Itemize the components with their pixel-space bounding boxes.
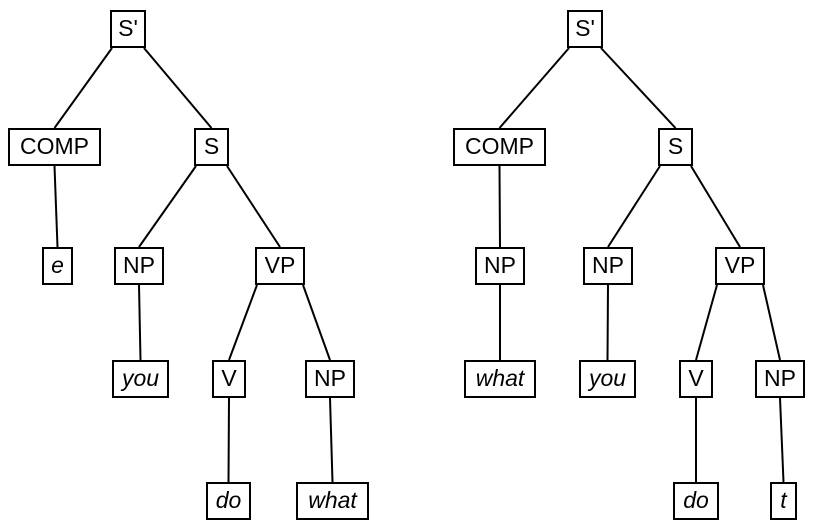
tree-edge <box>227 397 230 483</box>
tree-node: you <box>112 360 169 398</box>
node-box <box>579 360 636 398</box>
tree-node: VP <box>255 247 305 285</box>
tree-edge <box>600 47 677 129</box>
node-label: do <box>683 487 709 513</box>
tree-edges <box>498 47 785 483</box>
right-tree: S' COMP S NP NP VP what you V NP do t <box>453 10 805 520</box>
tree-node: V <box>212 360 246 398</box>
tree-node: VP <box>715 247 765 285</box>
tree-edges <box>53 47 334 483</box>
node-box <box>770 482 797 520</box>
tree-node: you <box>579 360 636 398</box>
node-label: you <box>120 365 159 391</box>
node-box <box>8 128 101 166</box>
node-label: NP <box>484 252 516 278</box>
node-box <box>42 247 73 285</box>
node-box <box>453 128 546 166</box>
tree-node: NP <box>475 247 525 285</box>
tree-node: S' <box>567 10 603 48</box>
tree-node: S' <box>110 10 146 48</box>
tree-edge <box>762 284 781 361</box>
tree-node: do <box>206 482 251 520</box>
node-label: NP <box>592 252 624 278</box>
node-label: do <box>216 487 242 513</box>
tree-edge <box>498 165 501 248</box>
node-box <box>296 482 369 520</box>
node-label: V <box>221 365 237 391</box>
tree-node: S <box>194 128 229 166</box>
node-label: S' <box>118 15 138 41</box>
node-label: S' <box>575 15 595 41</box>
node-label: what <box>308 487 358 513</box>
node-box <box>464 360 536 398</box>
tree-node: NP <box>114 247 164 285</box>
tree-edge <box>779 397 785 483</box>
node-label: you <box>587 365 626 391</box>
tree-edge <box>228 284 258 361</box>
tree-edge <box>138 284 142 361</box>
tree-node: NP <box>583 247 633 285</box>
tree-edge <box>607 165 661 248</box>
node-box <box>567 10 603 48</box>
node-box <box>715 247 765 285</box>
node-label: V <box>688 365 704 391</box>
node-box <box>658 128 693 166</box>
node-box <box>583 247 633 285</box>
node-box <box>206 482 251 520</box>
tree-node: NP <box>305 360 355 398</box>
node-box <box>114 247 164 285</box>
node-label: VP <box>725 252 756 278</box>
tree-edge <box>606 284 609 361</box>
tree-edge <box>329 397 334 483</box>
node-label: what <box>476 365 526 391</box>
tree-node: V <box>679 360 713 398</box>
node-box <box>755 360 805 398</box>
node-label: NP <box>764 365 796 391</box>
tree-node: what <box>464 360 536 398</box>
node-box <box>673 482 719 520</box>
node-label: VP <box>265 252 296 278</box>
node-label: NP <box>123 252 155 278</box>
tree-edge <box>138 165 197 248</box>
tree-node: COMP <box>8 128 101 166</box>
node-label: e <box>51 252 64 278</box>
node-box <box>194 128 229 166</box>
tree-node: COMP <box>453 128 546 166</box>
node-box <box>475 247 525 285</box>
tree-edge <box>226 165 281 248</box>
node-label: COMP <box>465 133 534 159</box>
tree-node: e <box>42 247 73 285</box>
node-label: S <box>668 133 683 159</box>
tree-edge <box>53 165 59 248</box>
tree-node: do <box>673 482 719 520</box>
node-box <box>679 360 713 398</box>
tree-node: what <box>296 482 369 520</box>
tree-edge <box>143 47 213 129</box>
node-box <box>212 360 246 398</box>
tree-edge <box>53 47 113 129</box>
node-box <box>255 247 305 285</box>
tree-node: t <box>770 482 797 520</box>
node-label: t <box>780 487 788 513</box>
node-label: NP <box>314 365 346 391</box>
node-box <box>110 10 146 48</box>
tree-node: S <box>658 128 693 166</box>
tree-edge <box>498 47 570 129</box>
tree-edge <box>695 284 718 361</box>
node-box <box>305 360 355 398</box>
tree-node: NP <box>755 360 805 398</box>
node-label: COMP <box>20 133 89 159</box>
node-box <box>112 360 169 398</box>
node-label: S <box>204 133 219 159</box>
tree-edge <box>690 165 741 248</box>
tree-edge <box>302 284 331 361</box>
